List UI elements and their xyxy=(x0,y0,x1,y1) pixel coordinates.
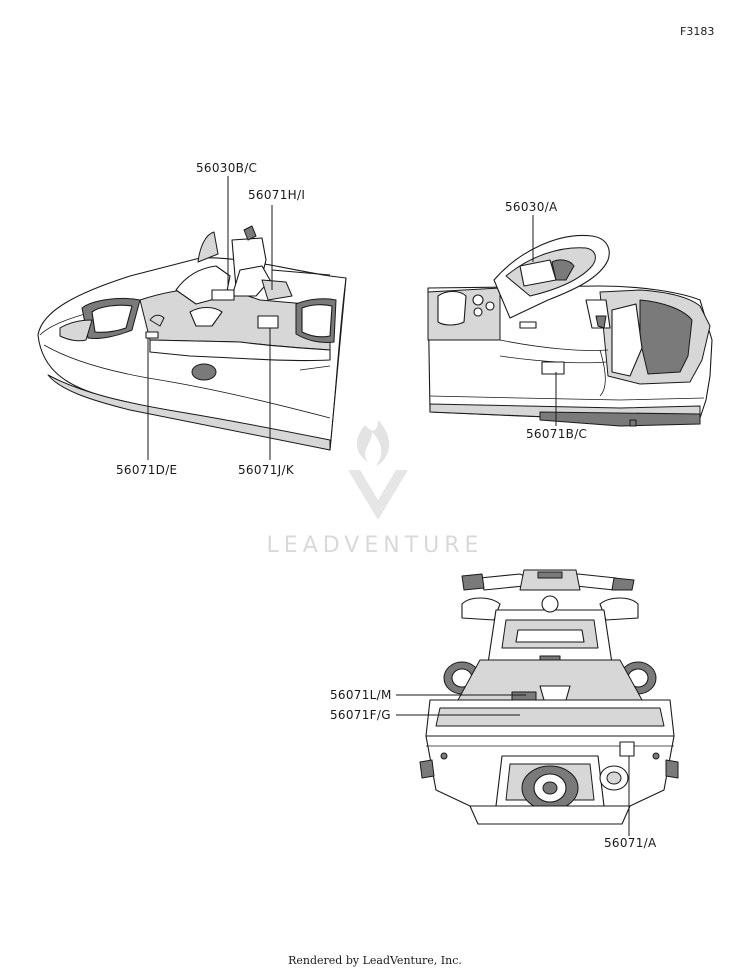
callout-56071d-e: 56071D/E xyxy=(116,463,177,477)
footer-credit: Rendered by LeadVenture, Inc. xyxy=(288,954,462,967)
callout-56071h-i: 56071H/I xyxy=(248,188,305,202)
callout-56071l-m: 56071L/M xyxy=(330,688,392,702)
callout-56030b-c: 56030B/C xyxy=(196,161,257,175)
flame-logo-icon xyxy=(356,420,390,466)
callout-56071j-k: 56071J/K xyxy=(238,463,295,477)
callout-56030-a: 56030/A xyxy=(505,200,558,214)
figure-number: F3183 xyxy=(680,25,714,38)
front-view-watercraft xyxy=(37,225,347,451)
callout-56071f-g: 56071F/G xyxy=(330,708,391,722)
leadventure-watermark: LEADVENTURE xyxy=(267,420,484,558)
v-logo-icon xyxy=(348,470,408,520)
watermark-text: LEADVENTURE xyxy=(267,533,484,558)
side-view-watercraft xyxy=(427,234,713,427)
callout-56071-a: 56071/A xyxy=(604,836,657,850)
rear-view-watercraft xyxy=(419,569,679,825)
callout-56071b-c: 56071B/C xyxy=(526,427,587,441)
